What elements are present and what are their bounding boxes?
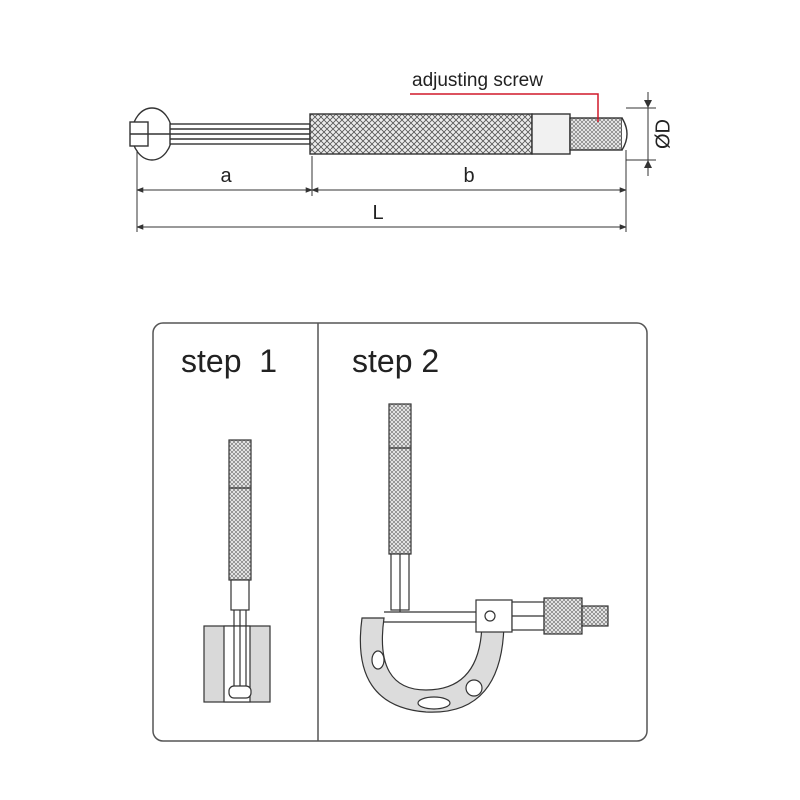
diameter-label: ØD <box>652 119 674 149</box>
dim-label-a: a <box>220 165 232 187</box>
step-1-label: step 1 <box>181 343 277 379</box>
dim-arrow-diameter-top <box>644 100 652 108</box>
step-2-illustration <box>359 403 609 713</box>
dim-arrow-diameter-bottom <box>644 160 652 168</box>
step-1-illustration <box>203 439 271 703</box>
dim-label-L: L <box>372 202 383 224</box>
gauge-side-view <box>129 107 628 161</box>
step-2-label: step 2 <box>352 343 439 379</box>
dim-label-b: b <box>463 165 474 187</box>
callout-leader-line <box>410 93 599 122</box>
callout-adjusting-screw: adjusting screw <box>412 70 543 91</box>
